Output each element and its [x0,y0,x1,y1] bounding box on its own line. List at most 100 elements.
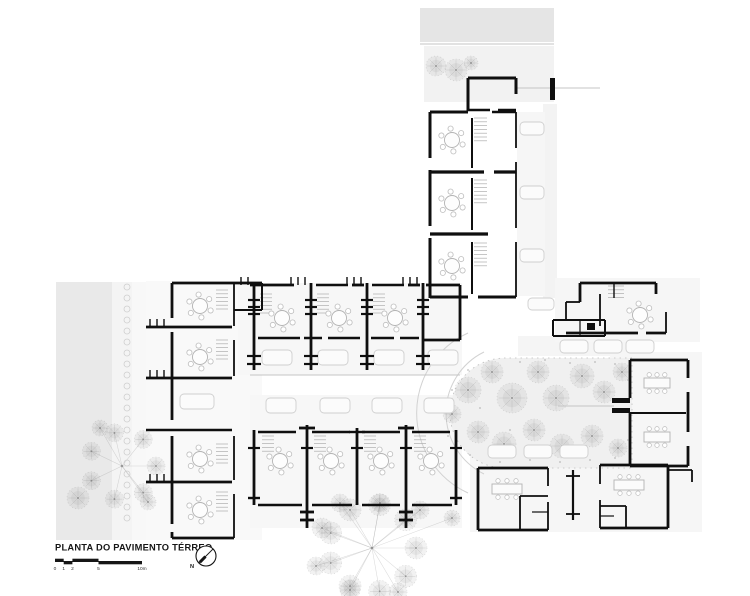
chair [198,467,205,474]
scale-bar-segment [55,558,64,562]
tree-branch [584,436,592,444]
long-table [613,474,645,496]
shrub [123,371,131,379]
stair [474,117,487,142]
cluster-branch [321,527,373,549]
tree-branch [466,58,471,63]
stair [216,289,228,310]
tree-branch [310,566,316,572]
tree-branch [323,533,330,540]
chair [368,464,375,471]
tree [82,471,101,491]
tree [404,536,428,560]
table-top [643,377,671,389]
tree-outline [569,363,595,389]
shrub [123,316,131,324]
tree-trunk [142,438,145,441]
tree-outline [311,517,333,539]
chair [289,319,296,326]
tree-trunk [397,591,399,593]
tree [139,493,157,511]
shrub [123,415,131,423]
floor-plan-drawing [56,8,702,596]
chair [198,518,205,525]
tree-trunk [77,497,79,499]
tree-outline [319,521,342,545]
tree [542,384,570,412]
wall-block [587,323,595,330]
car [427,349,459,366]
chair [418,464,425,471]
cluster-branch [371,504,380,549]
tree-outline [338,574,362,596]
tree-branch [459,381,467,389]
tree-branch [380,584,387,591]
table-top [272,453,288,469]
tree-trunk [99,427,101,429]
long-table [643,372,671,394]
car [519,248,545,263]
chair [626,474,632,480]
chair [627,318,634,325]
car [523,444,553,459]
table-top [444,195,460,211]
tree-outline [66,486,90,510]
tree-branch [534,430,542,438]
stair [216,443,228,464]
scale-bar-label: 0 [54,566,57,572]
chair [206,296,213,303]
tree-trunk [415,547,417,549]
tree-outline [608,438,628,458]
tree-branch [322,521,329,528]
tree-outline [339,579,361,596]
tree-branch [406,520,413,527]
tree-outline [338,498,362,522]
chair [646,426,652,432]
tree-branch [448,62,456,70]
plaza-dots [447,359,629,463]
tree-trunk [378,590,381,593]
tree-branch [557,399,565,407]
car [527,297,555,311]
tree-outline [580,424,604,448]
tree-branch [115,427,121,433]
chair [450,274,457,281]
tree-branch [322,528,329,535]
tree-branch [350,579,358,586]
tree-branch [398,592,403,596]
tree-branch [340,497,346,503]
chair [280,326,287,333]
shrub [123,426,131,434]
tree-branch [604,392,612,400]
paving-layer [56,8,702,540]
tree-branch [142,502,148,508]
tree-branch [380,505,387,512]
tree-branch [492,372,500,380]
long-table [491,478,523,500]
tree-branch [350,590,357,596]
chair [458,256,465,263]
party-wall-spine [416,283,430,370]
stair [373,293,385,314]
tree-branch [315,521,322,528]
chair [346,319,353,326]
tree-branch [92,445,98,451]
tree-branch [471,63,476,68]
tree-branch [115,433,121,439]
tree-branch [108,499,114,505]
tree-outline [82,471,101,491]
shrub [123,338,131,346]
shrub [123,481,131,489]
trees-layer [66,55,632,596]
tree-outline [105,489,124,509]
wall-block [550,78,555,100]
tree-outline [319,551,342,575]
plaza-dot [509,429,511,431]
shrub [123,404,131,412]
shrub [123,327,131,335]
cluster-branch [91,451,123,467]
tree-branch [150,460,156,466]
tree-branch [372,584,379,591]
tree-branch [408,540,416,548]
